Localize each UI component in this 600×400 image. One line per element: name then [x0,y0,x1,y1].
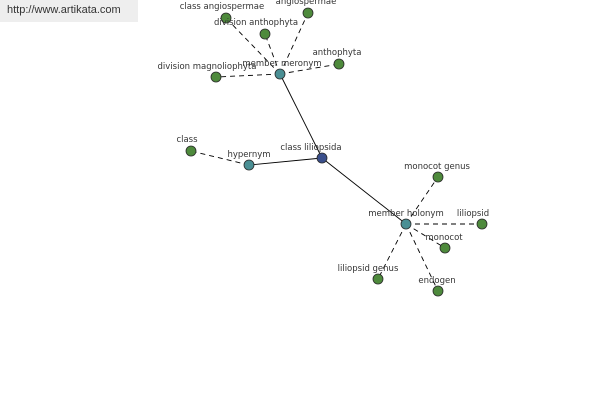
edge-member-meronym-to-anthophyta [279,63,340,75]
node-label-division-magnoliophyta: division magnoliophyta [158,62,257,72]
site-url-link[interactable]: http://www.artikata.com [0,0,138,22]
edge-member-meronym-to-class-angiospermae [225,17,281,75]
edge-member-holonym-to-monocot [405,223,446,249]
edge-class-liliopsida-to-member-meronym [279,73,323,159]
node-label-monocot: monocot [425,233,463,243]
node-label-member-holonym: member holonym [368,209,443,219]
node-label-class-angiospermae: class angiospermae [180,2,264,12]
node-label-endogen: endogen [418,276,455,286]
node-monocot[interactable]: monocot [425,233,463,254]
node-label-liliopsid-genus: liliopsid genus [338,264,399,274]
relation-node-icon[interactable] [274,68,286,80]
edges-layer [190,12,482,292]
node-member-meronym[interactable]: member meronym [242,59,322,80]
term-node-icon[interactable] [476,218,488,230]
relation-node-icon[interactable] [400,218,412,230]
node-label-angiospermae: angiospermae [276,0,337,7]
node-monocot-genus[interactable]: monocot genus [404,162,470,183]
node-class-angiospermae[interactable]: class angiospermae [180,2,264,24]
node-endogen[interactable]: endogen [418,276,456,297]
term-node-icon[interactable] [259,28,271,40]
term-node-icon[interactable] [432,171,444,183]
edge-member-holonym-to-liliopsid-genus [377,223,407,280]
node-label-member-meronym: member meronym [242,59,321,69]
edge-member-meronym-to-division-magnoliophyta [215,73,281,78]
node-label-class: class [176,135,198,145]
term-node-icon[interactable] [333,58,345,70]
node-label-liliopsid: liliopsid [457,209,489,219]
node-member-holonym[interactable]: member holonym [368,209,444,230]
node-anthophyta[interactable]: anthophyta [313,48,362,70]
node-label-anthophyta: anthophyta [313,48,362,58]
node-division-anthophyta[interactable]: division anthophyta [214,18,298,40]
term-node-icon[interactable] [302,7,314,19]
term-node-icon[interactable] [432,285,444,297]
node-liliopsid[interactable]: liliopsid [457,209,489,230]
node-class[interactable]: class [176,135,198,157]
node-label-class-liliopsida: class liliopsida [280,143,341,153]
edge-class-liliopsida-to-member-holonym [321,157,407,225]
relation-node-icon[interactable] [243,159,255,171]
edge-hypernym-to-class [190,150,250,166]
node-label-division-anthophyta: division anthophyta [214,18,298,28]
term-node-icon[interactable] [372,273,384,285]
node-label-hypernym: hypernym [227,150,270,160]
node-class-liliopsida[interactable]: class liliopsida [280,143,342,164]
term-node-icon[interactable] [185,145,197,157]
node-division-magnoliophyta[interactable]: division magnoliophyta [158,62,257,83]
nodes-layer: class liliopsida member meronym hypernym me… [158,0,489,297]
edge-member-meronym-to-division-anthophyta [264,33,281,75]
term-node-icon[interactable] [210,71,222,83]
edge-member-holonym-to-endogen [405,223,439,292]
edge-class-liliopsida-to-hypernym [248,157,323,166]
node-angiospermae[interactable]: angiospermae [276,0,337,19]
node-liliopsid-genus[interactable]: liliopsid genus [338,264,399,285]
term-node-icon[interactable] [439,242,451,254]
center-node-icon[interactable] [316,152,328,164]
node-label-monocot-genus: monocot genus [404,162,470,172]
term-node-icon[interactable] [220,12,232,24]
edge-member-meronym-to-angiospermae [279,12,309,75]
node-hypernym[interactable]: hypernym [227,150,271,171]
edge-member-holonym-to-monocot-genus [405,176,439,225]
